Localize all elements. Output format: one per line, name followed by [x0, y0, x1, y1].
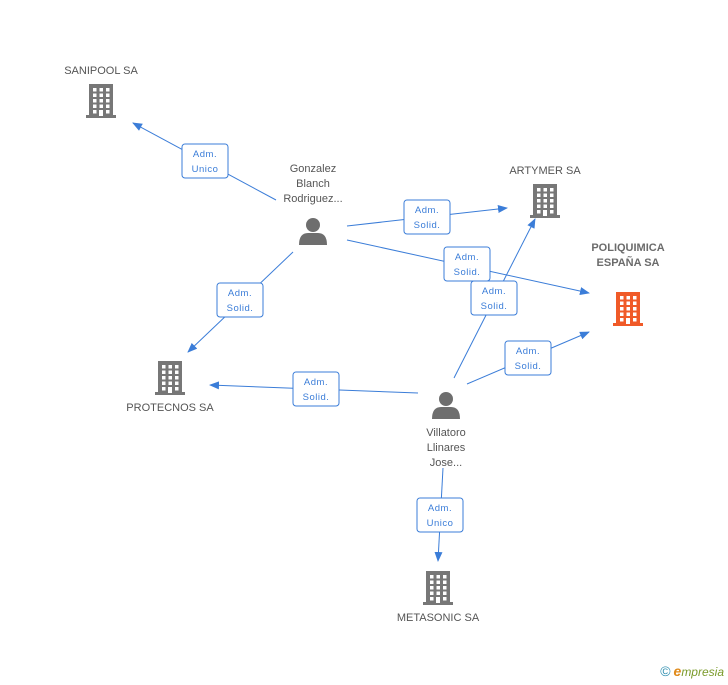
nodes-layer: SANIPOOL SA ARTYMER SA POLIQUIMICA ESPAÑA S… [64, 65, 664, 624]
edge-label-text: Solid. [414, 220, 441, 231]
node-label-metasonic: METASONIC SA [397, 612, 480, 624]
edge-label-box [181, 143, 229, 179]
edge-label-box [443, 246, 491, 282]
footer-brand[interactable]: ©empresia [660, 663, 724, 679]
edge-label-box [292, 371, 340, 407]
edge-label-text: Adm. [228, 288, 252, 299]
edge-label-villatoro-to-protecnos[interactable]: Adm. Solid. [292, 371, 340, 407]
edge-label-box [403, 199, 451, 235]
building-icon [613, 292, 643, 326]
edge-label-gonzalez-to-protecnos[interactable]: Adm. Solid. [216, 282, 264, 318]
company-node-artymer[interactable]: ARTYMER SA [509, 165, 581, 218]
node-label-gonzalez: Gonzalez [290, 163, 336, 175]
edge-label-text: Solid. [481, 301, 508, 312]
company-node-sanipool[interactable]: SANIPOOL SA [64, 65, 138, 118]
company-node-poliquimica[interactable]: POLIQUIMICA ESPAÑA SA [591, 242, 665, 326]
person-icon [432, 392, 460, 419]
edge-label-box [416, 497, 464, 533]
edge-label-text: Solid. [515, 361, 542, 372]
edge-label-text: Unico [427, 518, 454, 529]
edge-label-text: Adm. [455, 252, 479, 263]
node-label-protecnos: PROTECNOS SA [126, 402, 214, 414]
node-label-villatoro: Villatoro [426, 427, 466, 439]
edge-label-box [470, 280, 518, 316]
building-icon [86, 84, 116, 118]
edge-label-gonzalez-to-artymer[interactable]: Adm. Solid. [403, 199, 451, 235]
brand-initial: e [673, 663, 682, 679]
node-label-villatoro: Llinares [427, 442, 466, 454]
edge-label-box [216, 282, 264, 318]
edge-label-villatoro-to-artymer[interactable]: Adm. Solid. [470, 280, 518, 316]
edge-label-text: Solid. [303, 392, 330, 403]
node-label-gonzalez: Rodriguez... [283, 193, 342, 205]
edge-label-text: Solid. [454, 267, 481, 278]
edge-label-text: Adm. [193, 149, 217, 160]
building-icon [155, 361, 185, 395]
person-icon [299, 218, 327, 245]
edge-label-text: Adm. [428, 503, 452, 514]
building-icon [530, 184, 560, 218]
person-node-villatoro[interactable]: VillatoroLlinaresJose... [426, 392, 466, 469]
company-node-protecnos[interactable]: PROTECNOS SA [126, 361, 214, 414]
edge-label-text: Adm. [482, 286, 506, 297]
edge-label-gonzalez-to-sanipool[interactable]: Adm. Unico [181, 143, 229, 179]
node-label-sanipool: SANIPOOL SA [64, 65, 138, 77]
edge-label-text: Solid. [227, 303, 254, 314]
brand-name: mpresia [681, 665, 724, 679]
node-label-poliquimica: ESPAÑA SA [597, 256, 660, 269]
edge-labels-layer: Adm.UnicoAdm.Solid.Adm.Solid.Adm.Solid.A… [181, 143, 552, 533]
node-label-gonzalez: Blanch [296, 178, 330, 190]
building-icon [423, 571, 453, 605]
node-label-artymer: ARTYMER SA [509, 165, 581, 177]
edge-label-villatoro-to-metasonic[interactable]: Adm. Unico [416, 497, 464, 533]
company-node-metasonic[interactable]: METASONIC SA [397, 571, 480, 624]
edge-label-box [504, 340, 552, 376]
edge-label-villatoro-to-poliquimica[interactable]: Adm. Solid. [504, 340, 552, 376]
node-label-poliquimica: POLIQUIMICA [591, 242, 664, 254]
person-node-gonzalez[interactable]: GonzalezBlanchRodriguez... [283, 163, 343, 245]
edge-label-text: Unico [192, 164, 219, 175]
copyright-symbol: © [660, 663, 671, 679]
edge-label-text: Adm. [516, 346, 540, 357]
edge-label-text: Adm. [304, 377, 328, 388]
edge-label-text: Adm. [415, 205, 439, 216]
edge-label-gonzalez-to-poliquimica[interactable]: Adm. Solid. [443, 246, 491, 282]
node-label-villatoro: Jose... [430, 457, 462, 469]
